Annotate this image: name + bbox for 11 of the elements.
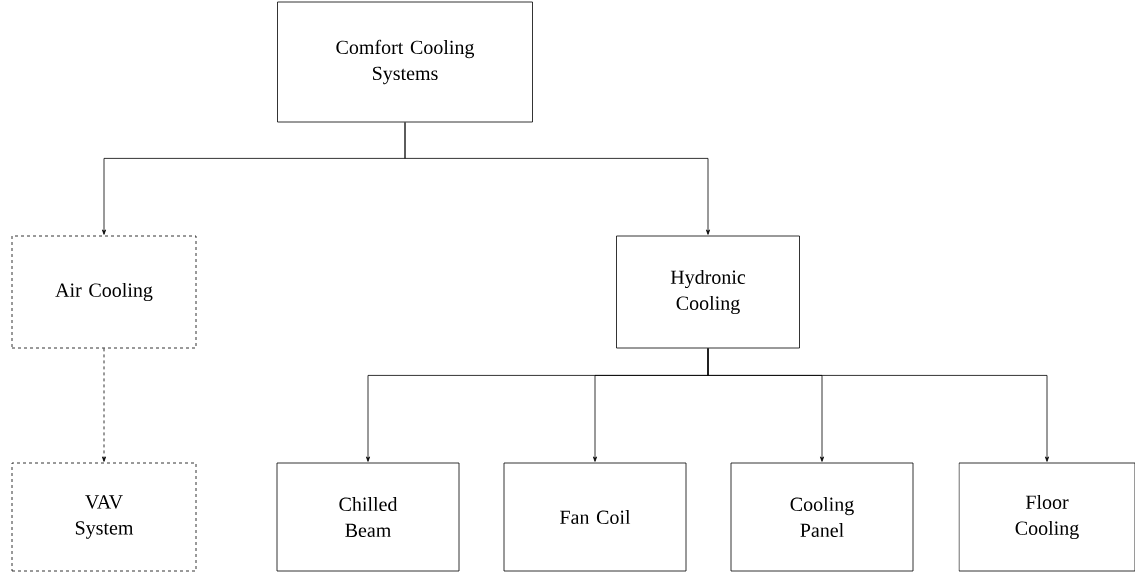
system-box: Fan Coil [503,462,687,572]
arrow [707,348,1049,462]
system-box: Chilled Beam [276,462,460,572]
system-box: Floor Cooling [958,462,1135,572]
system-box: Cooling Panel [730,462,914,572]
category-box: Comfort Cooling Systems [277,1,533,123]
system-box: VAV System [11,462,197,572]
arrow [404,122,710,235]
arrow [102,348,107,462]
category-box: Air Cooling [11,235,197,349]
category-box: Hydronic Cooling [616,235,800,349]
